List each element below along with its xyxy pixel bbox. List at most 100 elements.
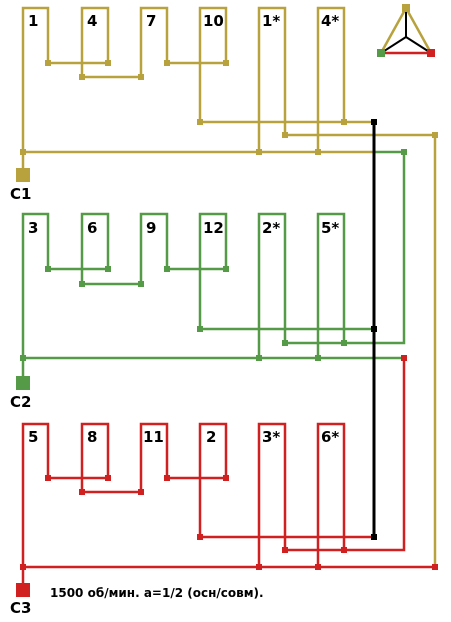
coil-label: 5 [28, 428, 38, 446]
coil-label: 12 [203, 219, 224, 237]
junction-dot [197, 534, 203, 540]
phase2-junctions [20, 149, 407, 361]
coil-label: 8 [87, 428, 97, 446]
junction-dot [138, 489, 144, 495]
junction-dot [105, 475, 111, 481]
phase3-coil-5 [21, 422, 50, 567]
star-junction-2 [371, 326, 377, 332]
phase3-coil-labels: 5 8 11 2 3* 6* [28, 428, 339, 446]
junction-dot [432, 132, 438, 138]
phase3-coil-11 [139, 422, 169, 492]
junction-dot [256, 355, 262, 361]
coil-label: 4* [321, 12, 339, 30]
phase3-junctions [20, 355, 438, 570]
phase1-coil-labels: 1 4 7 10 1* 4* [28, 12, 339, 30]
phase2-coil-12 [198, 212, 228, 329]
phase3-coil-6s [316, 422, 346, 567]
junction-dot [45, 60, 51, 66]
junction-dot [315, 149, 321, 155]
star-junction-3 [371, 534, 377, 540]
junction-dot [105, 266, 111, 272]
junction-dot [282, 132, 288, 138]
junction-dot [20, 564, 26, 570]
coil-label: 9 [146, 219, 156, 237]
coil-label: 5* [321, 219, 339, 237]
star-junctions [371, 119, 377, 540]
phase2-terminal [16, 376, 30, 390]
phase1-coil-4s [316, 6, 346, 152]
coil-label: 1 [28, 12, 38, 30]
phase1-to-feed [285, 133, 437, 567]
phase1-coil-10 [198, 6, 228, 122]
junction-dot [79, 74, 85, 80]
coil-label: 4 [87, 12, 97, 30]
phase3-coil-3s [257, 422, 287, 567]
phase3-coil-2 [198, 422, 228, 537]
junction-dot [401, 355, 407, 361]
coil-label: 7 [146, 12, 156, 30]
phase2-coil-9 [139, 212, 169, 284]
phase1-winding [16, 6, 437, 567]
phase2-coil-5s [316, 212, 346, 358]
coil-label: 2 [206, 428, 216, 446]
coil-label: 3 [28, 219, 38, 237]
junction-dot [20, 355, 26, 361]
junction-dot [223, 475, 229, 481]
phase2-coil-3 [21, 212, 50, 358]
junction-dot [223, 266, 229, 272]
phase1-terminal [16, 168, 30, 182]
junction-dot [256, 564, 262, 570]
triangle-star-icon [377, 4, 435, 57]
junction-dot [197, 119, 203, 125]
caption-text: 1500 об/мин. a=1/2 (осн/совм). [50, 586, 264, 600]
phase2-coil-2s [257, 212, 287, 358]
junction-dot [256, 149, 262, 155]
phase1-junctions [20, 60, 438, 155]
coil-label: 1* [262, 12, 280, 30]
junction-dot [45, 475, 51, 481]
junction-dot [105, 60, 111, 66]
junction-dot [45, 266, 51, 272]
junction-dot [401, 149, 407, 155]
phase2-coil-6 [80, 212, 110, 284]
junction-dot [315, 564, 321, 570]
junction-dot [164, 475, 170, 481]
junction-dot [79, 489, 85, 495]
coil-label: 3* [262, 428, 280, 446]
junction-dot [282, 547, 288, 553]
phase2-coil-labels: 3 6 9 12 2* 5* [28, 219, 339, 237]
coil-label: 6* [321, 428, 339, 446]
star-junction-1 [371, 119, 377, 125]
phase1-coil-1 [21, 6, 50, 63]
coil-label: 11 [143, 428, 164, 446]
phase1-coil-7 [139, 6, 169, 77]
phase3-label: C3 [10, 599, 31, 617]
phase2-winding [16, 150, 406, 390]
junction-dot [138, 281, 144, 287]
junction-dot [341, 340, 347, 346]
phase3-coil-8 [80, 422, 110, 492]
junction-dot [341, 547, 347, 553]
phase1-coil-1s [257, 6, 287, 152]
junction-dot [197, 326, 203, 332]
phase3-winding [16, 358, 435, 597]
phase2-label: C2 [10, 393, 31, 411]
phase3-to-feed [285, 358, 406, 552]
coil-label: 2* [262, 219, 280, 237]
phase3-terminal [16, 583, 30, 597]
phase1-coil-4 [80, 6, 110, 77]
junction-dot [432, 564, 438, 570]
junction-dot [223, 60, 229, 66]
junction-dot [79, 281, 85, 287]
phase1-label: C1 [10, 185, 31, 203]
coil-label: 10 [203, 12, 224, 30]
junction-dot [20, 149, 26, 155]
junction-dot [138, 74, 144, 80]
junction-dot [282, 340, 288, 346]
junction-dot [164, 60, 170, 66]
junction-dot [164, 266, 170, 272]
junction-dot [341, 119, 347, 125]
coil-label: 6 [87, 219, 97, 237]
junction-dot [315, 355, 321, 361]
